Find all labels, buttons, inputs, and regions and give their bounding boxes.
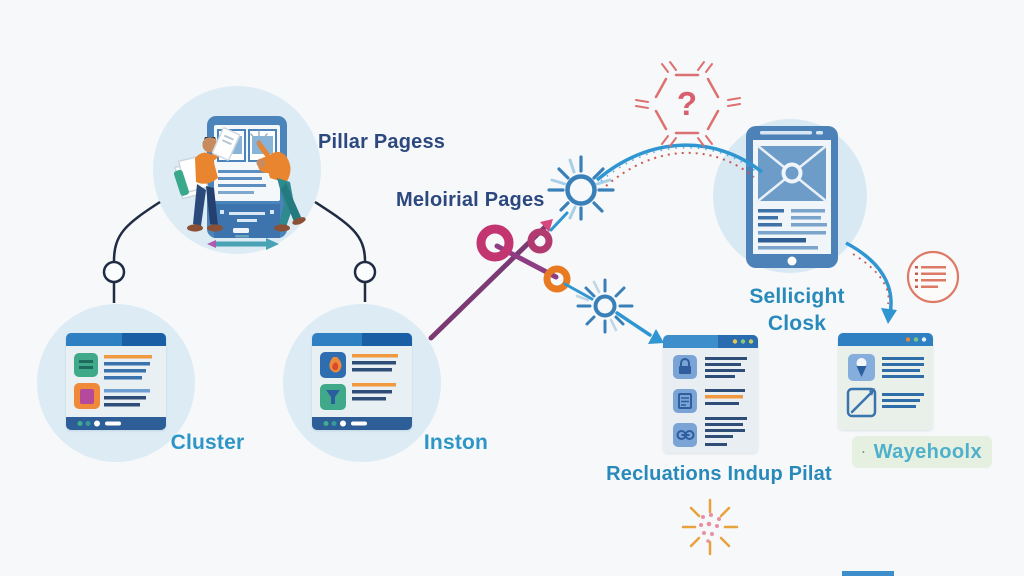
cluster-browser-window [66,333,166,430]
link-line-to-sunburst-bottom [563,282,594,301]
double-arrow-icon [207,235,279,250]
pillar-pages-label: Pillar Pagess [318,131,446,153]
document-icon [673,389,697,413]
window-chrome [312,333,412,430]
recluations-browser-window [663,335,758,453]
text-lines [705,357,747,446]
edit-icon [846,387,877,418]
cluster-label: Cluster [170,431,245,454]
person-left-illustration [173,127,241,232]
node-circle [102,260,126,284]
tree-connector-left [102,200,161,303]
sunburst-top-icon [547,155,615,221]
text-lines [104,355,152,407]
tablet-circle [713,119,867,273]
inston-label: Inston [423,431,489,454]
hexagon-question-glyph: ? [676,85,698,122]
pin-icon [848,354,875,381]
wayehook-badge: Wayehoolx [852,436,992,468]
window-chrome [66,333,166,430]
tablet-caption: Sellicight Closk [717,283,877,337]
grid-icon [74,353,98,377]
image-placeholder-icon [757,145,827,202]
lock-icon [673,355,697,379]
arrow-to-recluations-window [615,311,664,344]
text-lines [882,357,924,408]
pink-arrowhead-icon [540,219,553,232]
tree-connector-right [314,200,377,302]
people-working-illustration [173,116,306,250]
tablet-caption-line2: Closk [767,312,827,335]
window-chrome [838,333,933,430]
home-button-icon [787,256,797,266]
image-icon [74,383,100,409]
wayehook-browser-window [838,333,933,430]
pillar-circle [153,86,321,254]
link-icon [673,423,697,447]
sunburst-bottom-icon [575,278,634,334]
scissors-icon [428,219,571,341]
orange-ring-icon [543,265,571,293]
inston-browser-window [312,333,412,430]
flame-icon [320,352,346,378]
link-line-to-sunburst-top [549,211,569,232]
material-pages-label: Meloirial Pages [396,189,545,211]
sparkle-icon [681,498,739,556]
list-circle-icon [906,250,960,304]
bottom-caption: Recluations Indup Pilat [606,463,832,485]
node-circle [353,260,377,284]
person-right-illustration [250,130,306,232]
funnel-icon [320,384,346,410]
text-lines [352,354,398,401]
text-lines [758,209,827,250]
tablet-icon [746,126,838,268]
wayehook-badge-label: Wayehoolx [873,440,982,463]
tablet-caption-line1: Sellicight [749,285,845,308]
wayehook-logo-icon [862,451,865,453]
bottom-edge-element [842,571,894,576]
